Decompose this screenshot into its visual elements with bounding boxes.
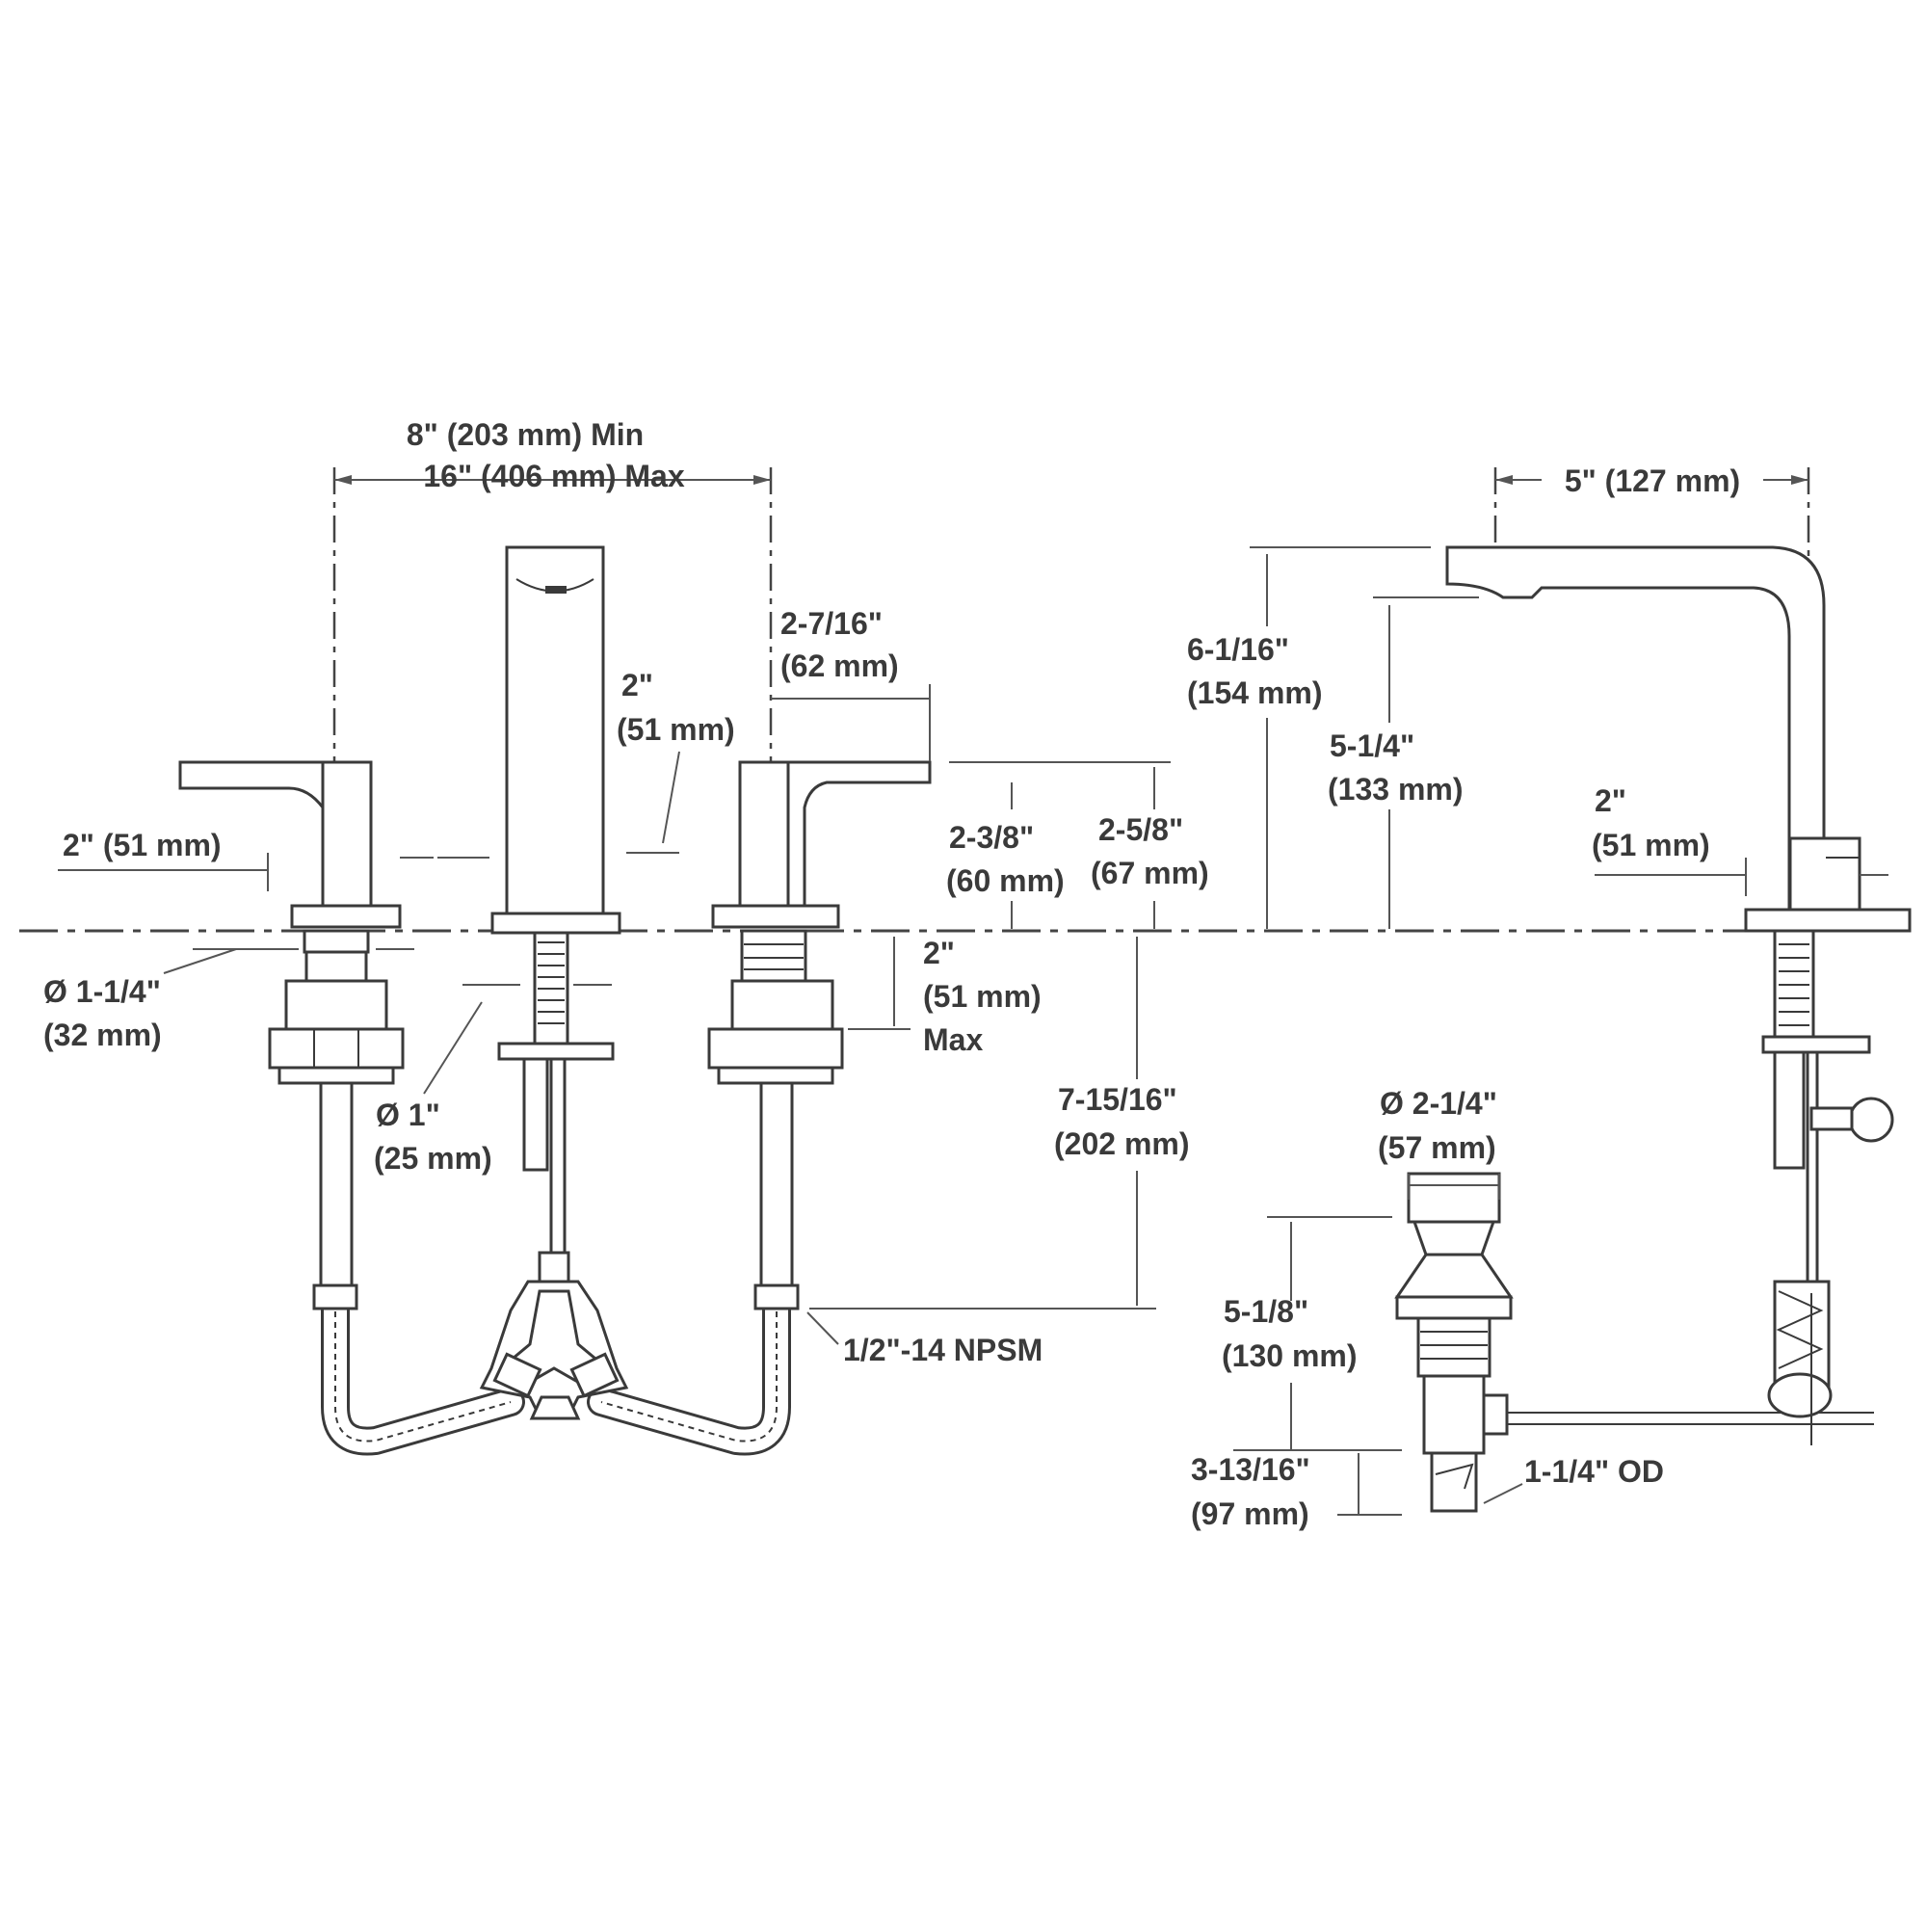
tailpiece-inch: 3-13/16" <box>1191 1452 1310 1487</box>
drain-flange-inch: Ø 2-1/4" <box>1380 1086 1497 1121</box>
outlet-height-inch: 5-1/4" <box>1330 728 1414 763</box>
spread-dimension: 8" (203 mm) Min 16" (406 mm) Max <box>334 417 771 493</box>
handle-width-label: 2" (51 mm) <box>63 828 222 862</box>
drain-flange-mm: (57 mm) <box>1378 1130 1496 1165</box>
y-connector <box>479 1251 629 1420</box>
tailpiece-mm: (97 mm) <box>1191 1496 1309 1531</box>
spread-max-label: 16" (406 mm) Max <box>423 459 685 493</box>
spout-reach-dimension: 5" (127 mm) <box>1495 461 1808 499</box>
side-base-mm: (51 mm) <box>1592 828 1710 862</box>
deck-thickness-mm: (51 mm) <box>923 979 1042 1014</box>
spout-reach-label: 5" (127 mm) <box>1565 463 1740 498</box>
valve-hole-inch: Ø 1-1/4" <box>43 974 161 1009</box>
supply-depth-mm: (202 mm) <box>1054 1126 1190 1161</box>
connection-label: 1/2"-14 NPSM <box>843 1333 1043 1367</box>
overall-height-inch: 2-5/8" <box>1098 812 1183 847</box>
pop-up-drain <box>1394 1172 1874 1513</box>
spout-hole-mm: (25 mm) <box>374 1141 492 1176</box>
supply-hoses <box>312 1284 800 1456</box>
overall-height-mm: (67 mm) <box>1091 856 1209 890</box>
spout-base-inch: 2" <box>621 668 653 702</box>
supply-depth-inch: 7-15/16" <box>1058 1082 1177 1117</box>
drain-body-mm: (130 mm) <box>1222 1338 1358 1373</box>
drain-body-inch: 5-1/8" <box>1224 1294 1308 1329</box>
spout-height-mm: (154 mm) <box>1187 675 1323 710</box>
spout-base-mm: (51 mm) <box>617 712 735 747</box>
side-view-spout <box>1445 545 1912 1445</box>
spread-min-label: 8" (203 mm) Min <box>407 417 644 452</box>
deck-thickness-inch: 2" <box>923 936 955 970</box>
outlet-height-mm: (133 mm) <box>1328 772 1464 807</box>
spout-height-inch: 6-1/16" <box>1187 632 1289 667</box>
center-spout <box>490 545 621 1283</box>
valve-hole-mm: (32 mm) <box>43 1018 162 1052</box>
deck-thickness-note: Max <box>923 1022 983 1057</box>
handle-height-inch: 2-3/8" <box>949 820 1034 855</box>
spout-hole-inch: Ø 1" <box>376 1098 440 1132</box>
handle-reach-inch: 2-7/16" <box>780 606 883 641</box>
left-handle <box>178 760 405 1287</box>
side-base-inch: 2" <box>1595 783 1626 818</box>
tailpiece-od-label: 1-1/4" OD <box>1524 1454 1664 1489</box>
handle-height-mm: (60 mm) <box>946 863 1065 898</box>
handle-reach-mm: (62 mm) <box>780 648 899 683</box>
right-handle <box>707 760 932 1287</box>
